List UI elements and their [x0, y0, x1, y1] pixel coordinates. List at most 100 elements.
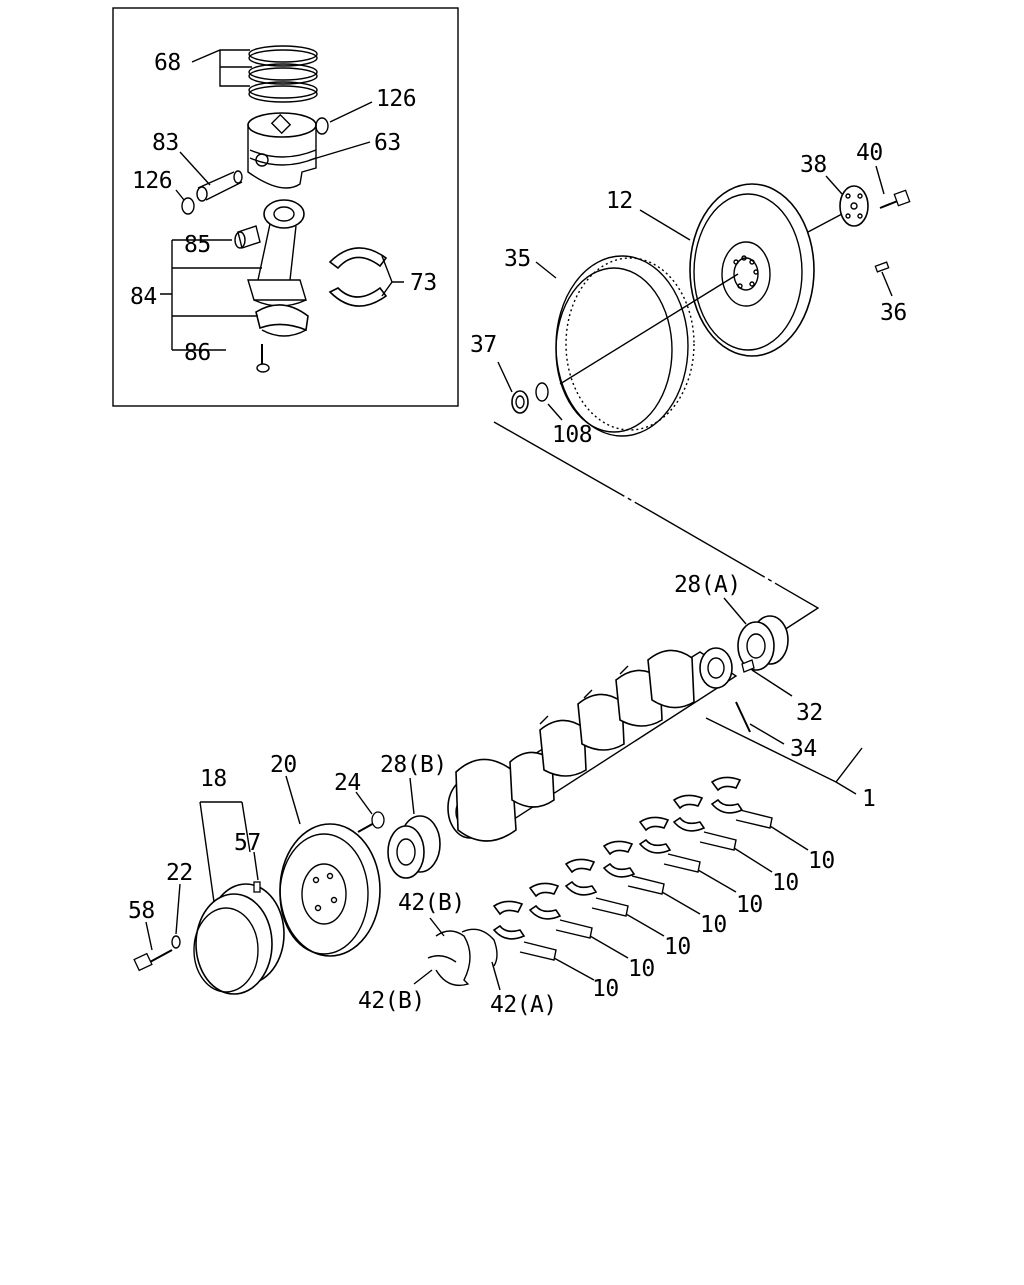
leader-34	[749, 723, 785, 745]
callout-40: 40	[856, 140, 883, 166]
callout-126-top: 126	[376, 86, 416, 112]
callout-22: 22	[166, 860, 193, 886]
leader-83	[179, 151, 211, 186]
leader-28b	[409, 777, 415, 815]
callout-10-5: 10	[736, 892, 763, 918]
thrust-washers	[427, 928, 498, 987]
callout-12: 12	[606, 188, 633, 214]
callout-42b-top: 42(B)	[398, 890, 465, 916]
timing-gear-a	[737, 615, 789, 671]
crank-pin	[735, 701, 751, 733]
callout-83: 83	[152, 130, 179, 156]
callout-85: 85	[184, 232, 211, 258]
callout-10-6: 10	[772, 870, 799, 896]
callout-126-lower: 126	[132, 168, 172, 194]
main-bearings	[492, 776, 773, 961]
leader-18	[199, 801, 251, 903]
flywheel-bolt	[879, 189, 911, 209]
leader-84	[160, 239, 262, 351]
callout-34: 34	[790, 736, 817, 762]
callout-38: 38	[800, 152, 827, 178]
dowel-pin	[874, 261, 890, 273]
callout-10-1: 10	[592, 976, 619, 1002]
callout-1: 1	[862, 786, 875, 812]
piston	[247, 112, 317, 189]
plate-axis	[807, 213, 843, 233]
leader-42b-bottom	[413, 969, 433, 985]
leader-42b-top	[429, 917, 445, 937]
leader-108	[547, 403, 563, 421]
callout-10-4: 10	[700, 912, 727, 938]
leader-32	[751, 669, 793, 697]
pin-57	[253, 881, 261, 893]
leader-126-lower	[175, 189, 185, 201]
pulley-bolt	[357, 811, 385, 833]
leader-57	[253, 851, 259, 881]
leader-42a	[491, 961, 501, 991]
callout-10-7: 10	[808, 848, 835, 874]
bushing	[234, 225, 261, 249]
key	[741, 659, 755, 673]
leader-63	[309, 141, 371, 161]
callout-28b: 28(B)	[380, 752, 447, 778]
leader-36	[881, 271, 893, 297]
callout-10-2: 10	[628, 956, 655, 982]
callout-84: 84	[130, 284, 157, 310]
leader-38	[825, 175, 843, 195]
callout-37: 37	[470, 332, 497, 358]
rod-bolt	[256, 344, 270, 373]
leader-68	[191, 49, 252, 87]
leader-126-top	[329, 101, 373, 123]
connecting-rod	[247, 199, 307, 307]
callout-73: 73	[410, 270, 437, 296]
leader-58	[145, 921, 153, 951]
flywheel	[689, 183, 815, 357]
crank-pulley	[279, 823, 381, 957]
damper	[193, 883, 285, 995]
snap-ring-lower	[181, 197, 195, 215]
snap-ring-top	[315, 117, 329, 135]
leader-35	[535, 261, 557, 279]
flywheel-axis	[559, 273, 739, 385]
callout-68: 68	[154, 50, 181, 76]
callout-20: 20	[270, 752, 297, 778]
leader-22	[175, 883, 181, 935]
callout-28a: 28(A)	[674, 572, 741, 598]
leader-40	[875, 165, 885, 195]
callout-10-3: 10	[664, 934, 691, 960]
pilot-bearing	[511, 390, 529, 414]
rod-cap	[255, 304, 309, 337]
damper-bolt	[133, 949, 173, 972]
callout-42b-bottom: 42(B)	[358, 988, 425, 1014]
leader-1	[705, 717, 863, 795]
leader-12	[639, 209, 691, 241]
leader-28a	[723, 597, 747, 625]
piston-rings	[248, 45, 318, 103]
callout-58: 58	[128, 898, 155, 924]
leader-24	[355, 791, 373, 815]
callout-63: 63	[374, 130, 401, 156]
ring-gear	[555, 255, 695, 437]
leaders-10	[553, 825, 809, 981]
callout-35: 35	[504, 246, 531, 272]
callout-18: 18	[200, 766, 227, 792]
callout-36: 36	[880, 300, 907, 326]
callout-108: 108	[552, 422, 592, 448]
plate	[839, 185, 869, 227]
assembly-line	[493, 421, 820, 631]
leader-20	[285, 775, 301, 825]
washer	[171, 935, 181, 949]
timing-gear-b	[387, 815, 441, 879]
piston-pin	[196, 170, 243, 202]
crankshaft	[447, 647, 738, 842]
callout-24: 24	[334, 770, 361, 796]
leader-73	[381, 255, 404, 297]
callout-32: 32	[796, 700, 823, 726]
callout-86: 86	[184, 340, 211, 366]
callout-57: 57	[234, 830, 261, 856]
inset-frame	[112, 7, 459, 407]
callout-42a: 42(A)	[490, 992, 557, 1018]
leader-37	[497, 361, 513, 393]
